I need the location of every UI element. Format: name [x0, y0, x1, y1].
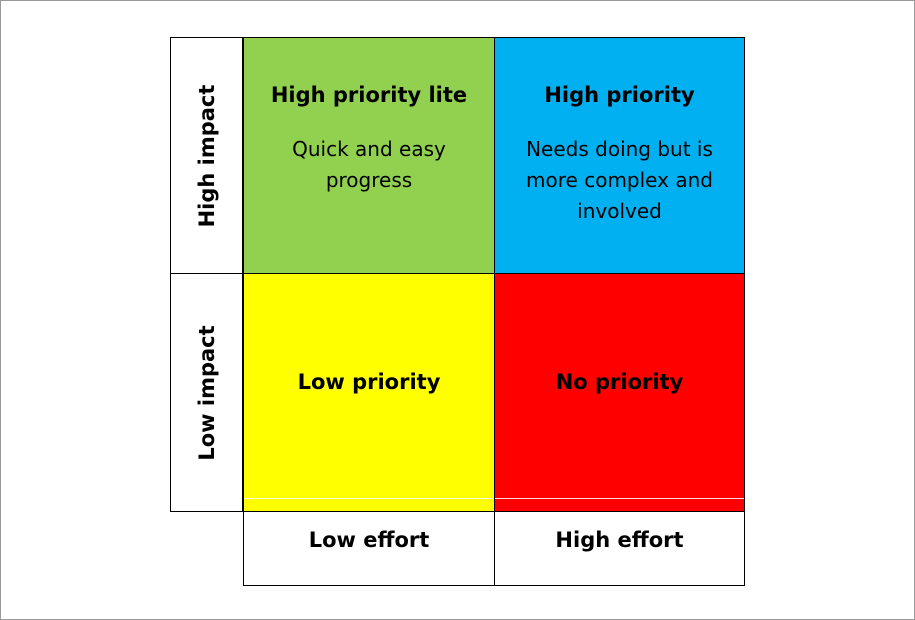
- quadrant-high-priority: High priority Needs doing but is more co…: [494, 37, 745, 274]
- row-label-high-impact-text: High impact: [194, 84, 219, 227]
- quadrant-description: Needs doing but is more complex and invo…: [526, 137, 713, 223]
- quadrant-title: No priority: [555, 370, 684, 394]
- quadrant-low-priority: Low priority: [243, 273, 495, 512]
- cell-divider-line: [244, 498, 494, 499]
- quadrant-no-priority: No priority: [494, 273, 745, 512]
- quadrant-title: High priority: [544, 83, 695, 107]
- quadrant-title: High priority lite: [270, 83, 468, 107]
- row-label-high-impact: High impact: [170, 37, 243, 274]
- quadrant-title: Low priority: [297, 370, 441, 394]
- cell-divider-line: [495, 498, 744, 499]
- column-label-high-effort-text: High effort: [555, 528, 684, 552]
- column-label-low-effort-text: Low effort: [308, 528, 430, 552]
- column-label-low-effort: Low effort: [243, 511, 495, 586]
- row-label-low-impact-text: Low impact: [194, 324, 219, 461]
- row-label-low-impact: Low impact: [170, 273, 243, 512]
- column-label-high-effort: High effort: [494, 511, 745, 586]
- quadrant-high-priority-lite: High priority lite Quick and easy progre…: [243, 37, 495, 274]
- quadrant-description: Quick and easy progress: [292, 137, 446, 192]
